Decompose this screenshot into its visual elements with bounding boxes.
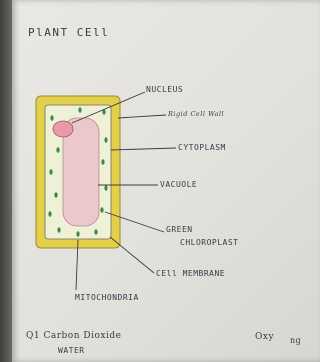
question-line-2: WATER <box>58 346 85 355</box>
corner-text: Oxy <box>255 332 274 342</box>
label-chloroplast: CHLOROPLAST <box>180 238 238 247</box>
corner-text-2: ng <box>290 336 301 345</box>
label-nucleus: NUCLEUS <box>146 85 183 94</box>
label-cytoplasm: CYTOPLASM <box>178 143 226 152</box>
nucleus-shape <box>53 121 73 137</box>
label-mitochondria: MITOCHONDRIA <box>75 293 139 302</box>
label-vacuole: VACUOLE <box>160 180 197 189</box>
label-green: GREEN <box>166 225 193 234</box>
label-cell-wall: Rigid Cell Wall <box>168 110 224 118</box>
question-line-1: Q1 Carbon Dioxide <box>26 331 121 341</box>
label-cell-membrane: CEll MEMBRANE <box>156 269 225 278</box>
page-title: PlANT CEll <box>28 26 109 39</box>
